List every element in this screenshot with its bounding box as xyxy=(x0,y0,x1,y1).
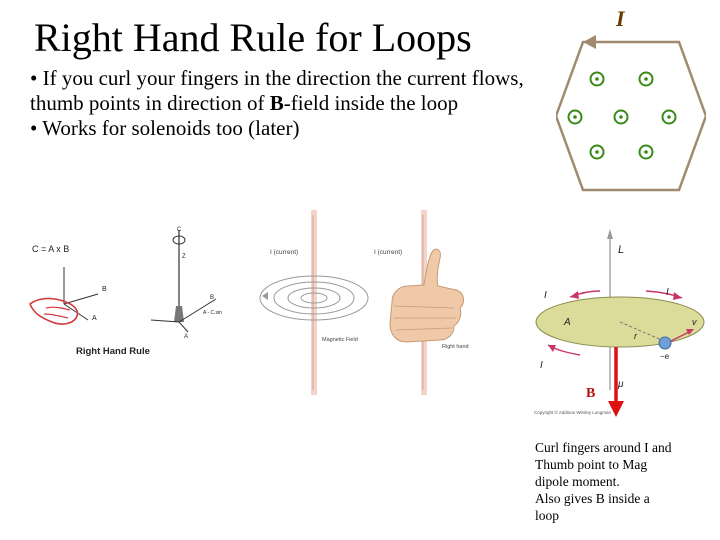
hexagon-loop-outline xyxy=(556,42,706,190)
label-v: v xyxy=(692,317,697,327)
field-out-symbol xyxy=(591,73,604,86)
label-B: B xyxy=(586,386,595,401)
caption-line: dipole moment. xyxy=(535,473,710,490)
field-out-symbol xyxy=(615,111,628,124)
label-mu: μ xyxy=(617,379,624,390)
current-arrowhead xyxy=(583,35,596,49)
right-hand-label: Right hand xyxy=(442,344,469,350)
caption-line: Also gives B inside a xyxy=(535,490,710,507)
rhr-label-b: B xyxy=(102,286,107,293)
label-I-top-left: I xyxy=(544,290,547,301)
field-out-symbol xyxy=(569,111,582,124)
field-out-symbol xyxy=(640,73,653,86)
label-L: L xyxy=(618,244,624,256)
copyright-note: Copyright © Addison Wesley Longman xyxy=(534,409,612,415)
cross-product-equation: C = A x B xyxy=(32,244,69,254)
rhr-label-a: A xyxy=(92,315,97,322)
bullet-list: • If you curl your fingers in the direct… xyxy=(30,66,530,141)
current-loop-disk-figure: L I I I A r v −e μ B Copyright © Addison… xyxy=(528,225,710,420)
rhr-caption: Right Hand Rule xyxy=(76,346,150,357)
bullet-item-1: • If you curl your fingers in the direct… xyxy=(30,66,530,116)
current-label-left: I (current) xyxy=(270,249,298,256)
magnetic-field-label: Magnetic Field xyxy=(322,337,358,343)
caption-line: loop xyxy=(535,507,710,524)
rhr-label-c: C xyxy=(177,227,182,233)
hexagon-loop-diagram: I xyxy=(556,0,706,200)
electron-sphere xyxy=(659,337,671,349)
slide-title: Right Hand Rule for Loops xyxy=(34,14,472,62)
caption-line: Curl fingers around I and xyxy=(535,439,710,456)
right-hand-rule-figure: C = A x B B A C Z B A A - C.sin Right Ha… xyxy=(26,222,246,367)
field-out-symbol xyxy=(663,111,676,124)
field-out-symbol xyxy=(591,146,604,159)
rhr-label-z: Z xyxy=(182,254,186,260)
rhr-axis-a: A xyxy=(184,334,188,340)
current-label-right: I (current) xyxy=(374,249,402,256)
label-I-top-right: I xyxy=(666,287,669,298)
loop-caption: Curl fingers around I and Thumb point to… xyxy=(535,439,710,524)
bullet-item-2: • Works for solenoids too (later) xyxy=(30,116,530,141)
rhr-axis-b: B xyxy=(210,295,214,301)
label-A: A xyxy=(563,317,571,328)
concentric-field-figure: I (current) I (current) Magnetic Field R… xyxy=(256,210,478,395)
label-I-bottom: I xyxy=(540,360,543,371)
caption-line: Thumb point to Mag xyxy=(535,456,710,473)
rhr-c-note: A - C.sin xyxy=(203,310,222,316)
label-electron: −e xyxy=(660,352,670,361)
current-label: I xyxy=(615,6,626,31)
field-out-symbol xyxy=(640,146,653,159)
